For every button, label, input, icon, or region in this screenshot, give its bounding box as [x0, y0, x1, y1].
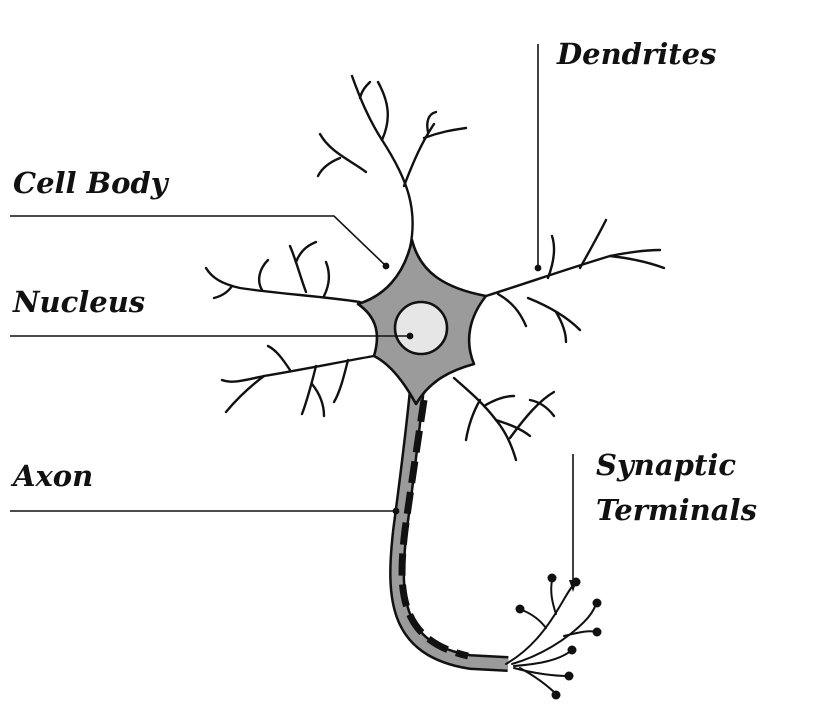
synaptic-knobs	[515, 573, 602, 700]
label-nucleus: Nucleus	[12, 285, 145, 319]
labels: Dendrites Cell Body Nucleus Axon Synapti…	[10, 37, 757, 527]
leader-lines	[10, 44, 577, 592]
axon	[389, 377, 509, 672]
synaptic-leader-arrow	[569, 580, 577, 592]
terminal-knob	[551, 690, 561, 700]
nucleus	[393, 300, 449, 356]
label-axon: Axon	[10, 459, 93, 493]
label-cell-body: Cell Body	[13, 166, 170, 200]
dendrites-leader-dot	[534, 264, 542, 272]
terminal-knob	[547, 573, 557, 583]
cell-body-leader-dot	[382, 262, 390, 270]
axon-leader-dot	[392, 507, 400, 515]
label-synaptic-line1: Synaptic	[596, 448, 736, 482]
terminal-knob	[564, 671, 574, 681]
nucleus-leader-dot	[406, 332, 414, 340]
terminal-knob	[592, 627, 602, 637]
label-dendrites: Dendrites	[556, 37, 716, 71]
synaptic-terminals	[505, 579, 597, 695]
terminal-knob	[515, 604, 525, 614]
label-synaptic-line2: Terminals	[596, 493, 757, 527]
terminal-knob	[592, 598, 602, 608]
cell-body-leader	[10, 215, 387, 267]
dendrites	[204, 74, 666, 462]
terminal-knob	[567, 645, 577, 655]
myelin-sheath	[398, 399, 469, 660]
